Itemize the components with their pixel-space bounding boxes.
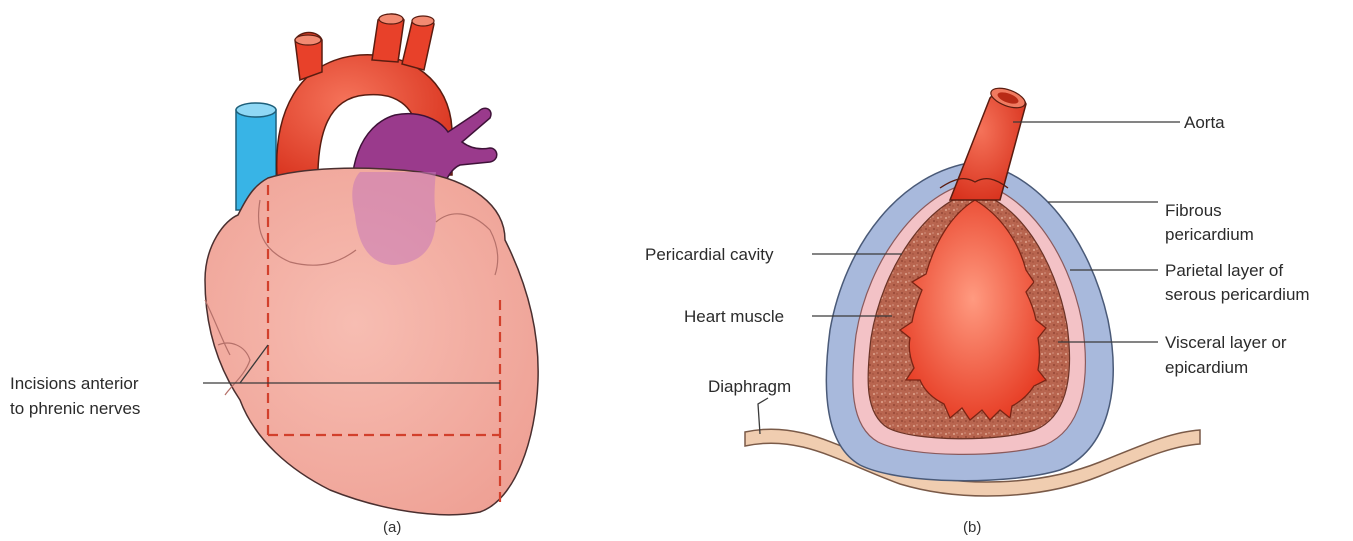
visceral-label-line1: Visceral layer or: [1165, 333, 1287, 352]
fibrous-label-line2: pericardium: [1165, 225, 1254, 244]
parietal-label-line1: Parietal layer of: [1165, 261, 1283, 280]
aorta-label: Aorta: [1184, 113, 1225, 132]
panel-b-pericardium: Aorta Fibrous pericardium Parietal layer…: [645, 84, 1310, 536]
panel-a-caption: (a): [383, 519, 401, 536]
parietal-label-line2: serous pericardium: [1165, 285, 1310, 304]
incisions-label-line1: Incisions anterior: [10, 374, 139, 393]
panel-a-heart: Incisions anterior to phrenic nerves (a): [10, 14, 538, 536]
visceral-label-line2: epicardium: [1165, 358, 1248, 377]
panel-b-caption: (b): [963, 519, 981, 536]
pericardial-cavity-label: Pericardial cavity: [645, 245, 774, 264]
incisions-label-line2: to phrenic nerves: [10, 399, 140, 418]
diaphragm-label: Diaphragm: [708, 377, 791, 396]
heart-muscle-label: Heart muscle: [684, 307, 784, 326]
fibrous-label-line1: Fibrous: [1165, 201, 1222, 220]
